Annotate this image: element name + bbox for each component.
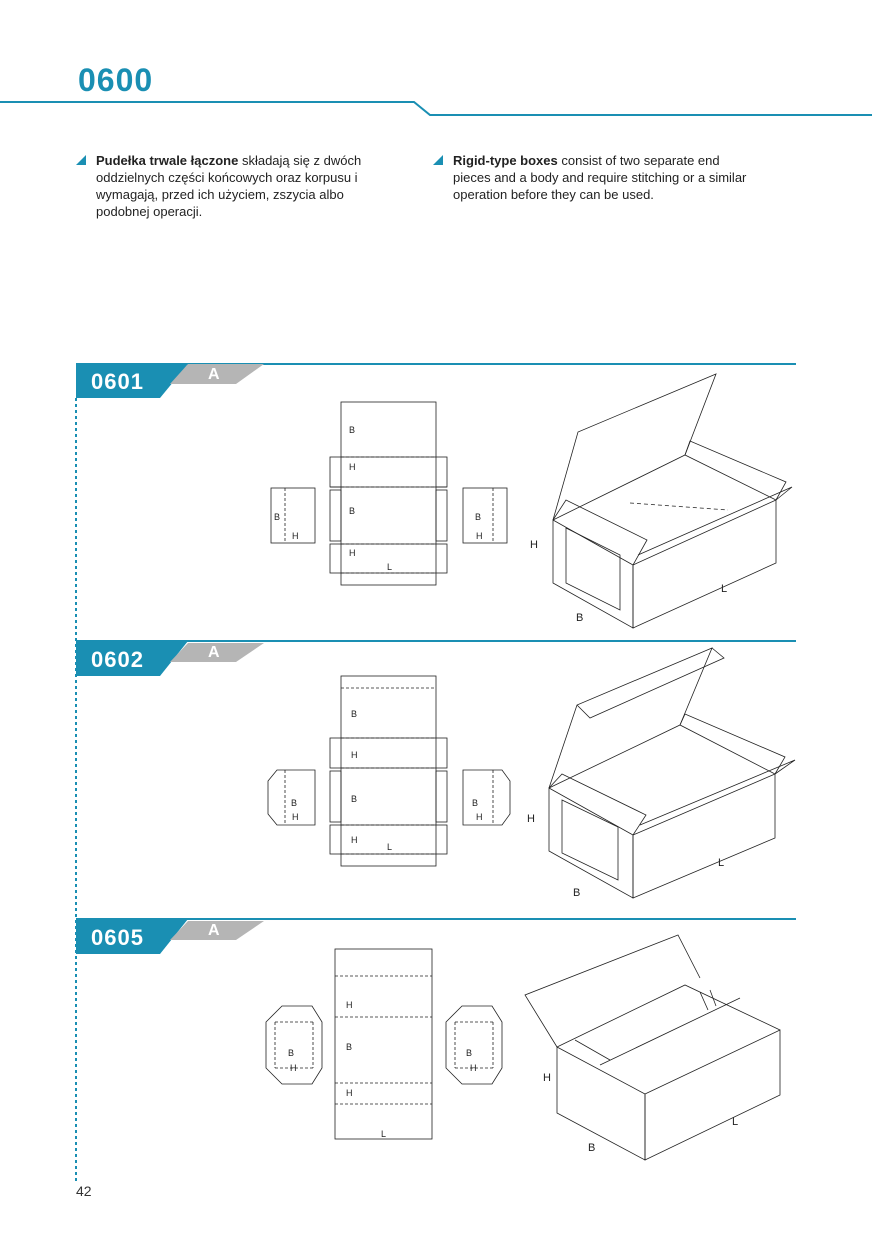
label-h: H [292, 531, 299, 541]
label-b: B [346, 1042, 352, 1052]
box-label-b: B [588, 1142, 595, 1154]
label-h: H [470, 1063, 477, 1073]
label-b: B [472, 798, 478, 808]
label-l: L [387, 562, 392, 572]
section-badge-0601: A [208, 366, 220, 383]
label-h: H [346, 1000, 353, 1010]
intro-text-en: Rigid-type boxes consist of two separate… [433, 152, 753, 203]
section-badge-0602: A [208, 644, 220, 661]
label-b: B [351, 709, 357, 719]
section-tab-0602 [76, 641, 188, 676]
label-b: B [288, 1048, 294, 1058]
label-b: B [349, 506, 355, 516]
section-badge-0605: A [208, 922, 220, 939]
section-tab-0605 [76, 919, 188, 954]
box-3d-0602 [548, 647, 796, 899]
box-3d-0605 [524, 934, 781, 1161]
bullet-triangle-icon [76, 155, 86, 165]
label-b: B [291, 798, 297, 808]
page-number: 42 [76, 1183, 92, 1199]
label-h: H [349, 548, 356, 558]
blank-0605 [265, 948, 503, 1140]
section-badge-bg-0605 [170, 921, 264, 940]
box-label-l: L [732, 1116, 738, 1128]
label-h: H [346, 1088, 353, 1098]
section-code-0601: 0601 [91, 369, 144, 394]
label-h: H [290, 1063, 297, 1073]
box-label-l: L [718, 857, 724, 869]
bullet-triangle-icon [433, 155, 443, 165]
label-h: H [351, 835, 358, 845]
box-label-h: H [543, 1072, 551, 1084]
box-3d-0601 [552, 373, 793, 629]
section-badge-bg-0602 [170, 643, 264, 662]
box-label-l: L [721, 583, 727, 595]
label-h: H [292, 812, 299, 822]
box-label-b: B [576, 612, 583, 624]
label-h: H [351, 750, 358, 760]
label-b: B [351, 794, 357, 804]
section-tab-0601 [76, 364, 188, 398]
label-l: L [381, 1129, 386, 1139]
section-code-0602: 0602 [91, 647, 144, 672]
box-label-h: H [530, 539, 538, 551]
label-b: B [274, 512, 280, 522]
box-label-h: H [527, 813, 535, 825]
section-badge-bg-0601 [170, 364, 264, 384]
label-b: B [466, 1048, 472, 1058]
box-label-b: B [573, 887, 580, 899]
section-code-0605: 0605 [91, 925, 144, 950]
blank-0601 [270, 401, 508, 586]
label-l: L [387, 842, 392, 852]
header-rule [0, 101, 872, 116]
label-h: H [349, 462, 356, 472]
label-h: H [476, 812, 483, 822]
label-h: H [476, 531, 483, 541]
page-title: 0600 [78, 62, 154, 98]
label-b: B [475, 512, 481, 522]
label-b: B [349, 425, 355, 435]
intro-text-pl: Pudełka trwale łączone składają się z dw… [76, 152, 396, 220]
blank-0602 [267, 675, 511, 867]
